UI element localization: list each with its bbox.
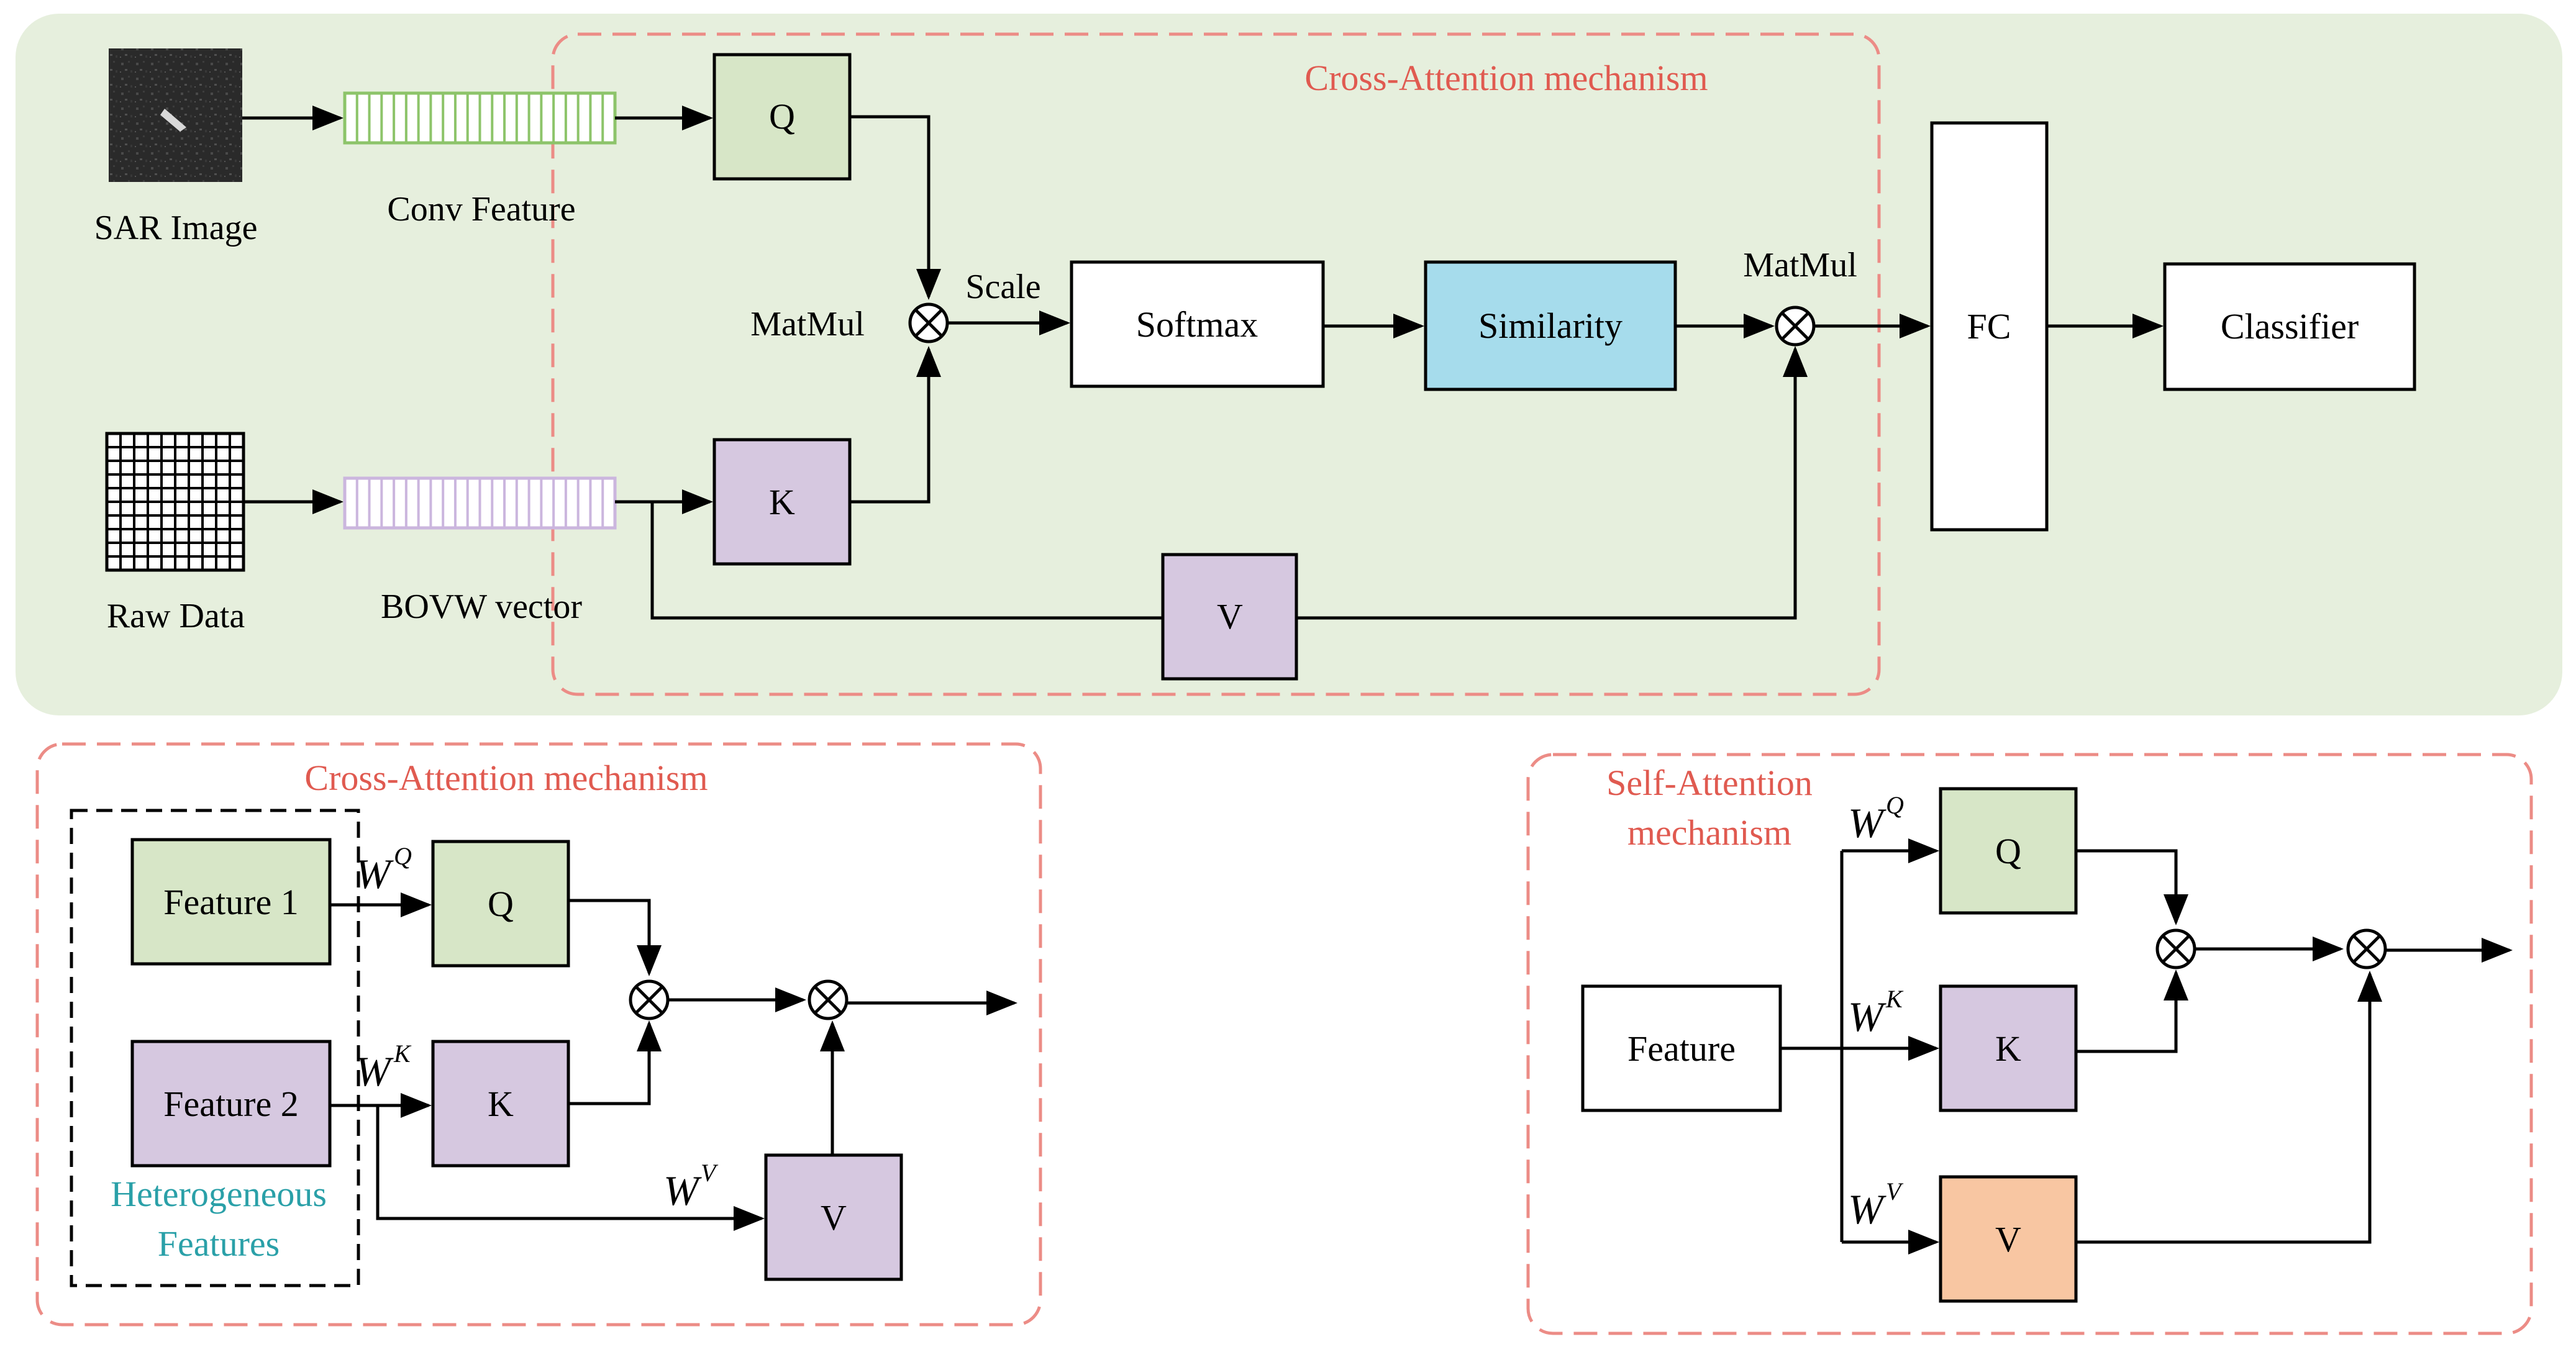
k-label-cross: K [488, 1084, 514, 1124]
q-label-self: Q [1995, 831, 2021, 871]
conv-feature-stripes [355, 93, 604, 143]
wk-sup-self: K [1885, 985, 1904, 1013]
arrow-q-to-matmul [850, 115, 941, 300]
sar-image [109, 48, 242, 182]
arrow-feature2-to-v [376, 1105, 765, 1231]
matmul-label-2: MatMul [1743, 246, 1857, 284]
wv-sup-self: V [1886, 1177, 1904, 1205]
arrow-k-to-op1-self [2076, 969, 2188, 1053]
multiply-operator-cross-1 [629, 979, 670, 1020]
q-label-cross: Q [488, 884, 514, 924]
similarity-box [1424, 260, 1677, 391]
bovw-vector-label: BOVW vector [381, 588, 582, 626]
scale-label: Scale [965, 268, 1040, 306]
feature1-label: Feature 1 [163, 882, 298, 922]
wq-sup-self: Q [1886, 791, 1904, 819]
k-box-top [712, 438, 852, 566]
arrow-k-to-op1-cross [568, 1020, 662, 1105]
wv-label-cross: W [663, 1167, 702, 1214]
arrow-q-to-op1-self [2076, 849, 2188, 925]
raw-data-label: Raw Data [107, 597, 245, 635]
v-label-top: V [1217, 596, 1243, 637]
self-attention-panel [1526, 753, 2533, 1335]
wv-sup-cross: V [701, 1159, 719, 1187]
matmul-operator-2 [1775, 306, 1816, 347]
q-label-top: Q [769, 96, 795, 137]
sar-image-label: SAR Image [94, 209, 258, 247]
sar-target-blip [160, 109, 186, 132]
wv-label-self: W [1848, 1186, 1886, 1233]
feature1-box [130, 838, 332, 966]
heterogeneous-features-group [70, 809, 360, 1287]
conv-feature-label: Conv Feature [387, 190, 575, 229]
feature-label-self: Feature [1627, 1028, 1736, 1069]
multiply-operator-self-1 [2155, 928, 2196, 969]
wk-sup-cross: K [393, 1040, 412, 1068]
matmul-label-1: MatMul [750, 305, 865, 343]
softmax-box [1070, 260, 1325, 388]
k-label-top: K [769, 482, 795, 522]
arrow-v-to-matmul2 [1296, 346, 1808, 620]
softmax-label: Softmax [1136, 304, 1258, 345]
cross-attention-title-top: Cross-Attention mechanism [1304, 58, 1708, 98]
k-box-cross [431, 1040, 570, 1168]
v-label-cross: V [821, 1197, 847, 1238]
v-box-top [1161, 553, 1298, 681]
matmul-operator-1 [908, 302, 949, 343]
q-box-cross [431, 840, 570, 968]
arrow-v-to-op2-self [2076, 971, 2382, 1244]
k-label-self: K [1995, 1028, 2021, 1069]
multiply-operator-self-2 [2346, 928, 2387, 969]
fc-label: FC [1967, 306, 2011, 347]
arrow-k-to-matmul [850, 346, 941, 504]
cross-attention-title: Cross-Attention mechanism [304, 758, 708, 798]
cross-attention-region-top [551, 32, 1881, 696]
cross-attention-panel [35, 742, 1042, 1327]
wq-label-cross: W [355, 850, 394, 897]
raw-data-grid-icon [105, 432, 245, 572]
self-attention-title-line1: Self-Attention [1606, 763, 1813, 803]
arrow-q-to-op1-cross [568, 899, 662, 976]
wq-sup-cross: Q [394, 842, 412, 870]
feature2-box [130, 1040, 332, 1168]
bovw-vector-stripes [355, 478, 604, 528]
self-attention-title-line2: mechanism [1627, 812, 1791, 853]
fc-box [1930, 121, 2049, 532]
q-box-self [1939, 787, 2078, 915]
wk-label-cross: W [355, 1048, 394, 1095]
v-box-cross [764, 1153, 903, 1281]
q-box-top [712, 53, 852, 181]
classifier-label: Classifier [2221, 306, 2359, 347]
v-label-self: V [1995, 1219, 2021, 1259]
wk-label-self: W [1848, 993, 1886, 1040]
line-bovw-to-v [650, 502, 1163, 620]
classifier-box [2163, 262, 2416, 391]
heterogeneous-label-line1: Heterogeneous [111, 1174, 327, 1214]
heterogeneous-label-line2: Features [158, 1223, 280, 1264]
feature2-label: Feature 2 [163, 1084, 298, 1124]
similarity-label: Similarity [1478, 306, 1623, 346]
wq-label-self: W [1848, 799, 1886, 846]
k-box-self [1939, 984, 2078, 1112]
multiply-operator-cross-2 [808, 979, 849, 1020]
v-box-self [1939, 1175, 2078, 1303]
feature-box-self [1581, 984, 1782, 1112]
